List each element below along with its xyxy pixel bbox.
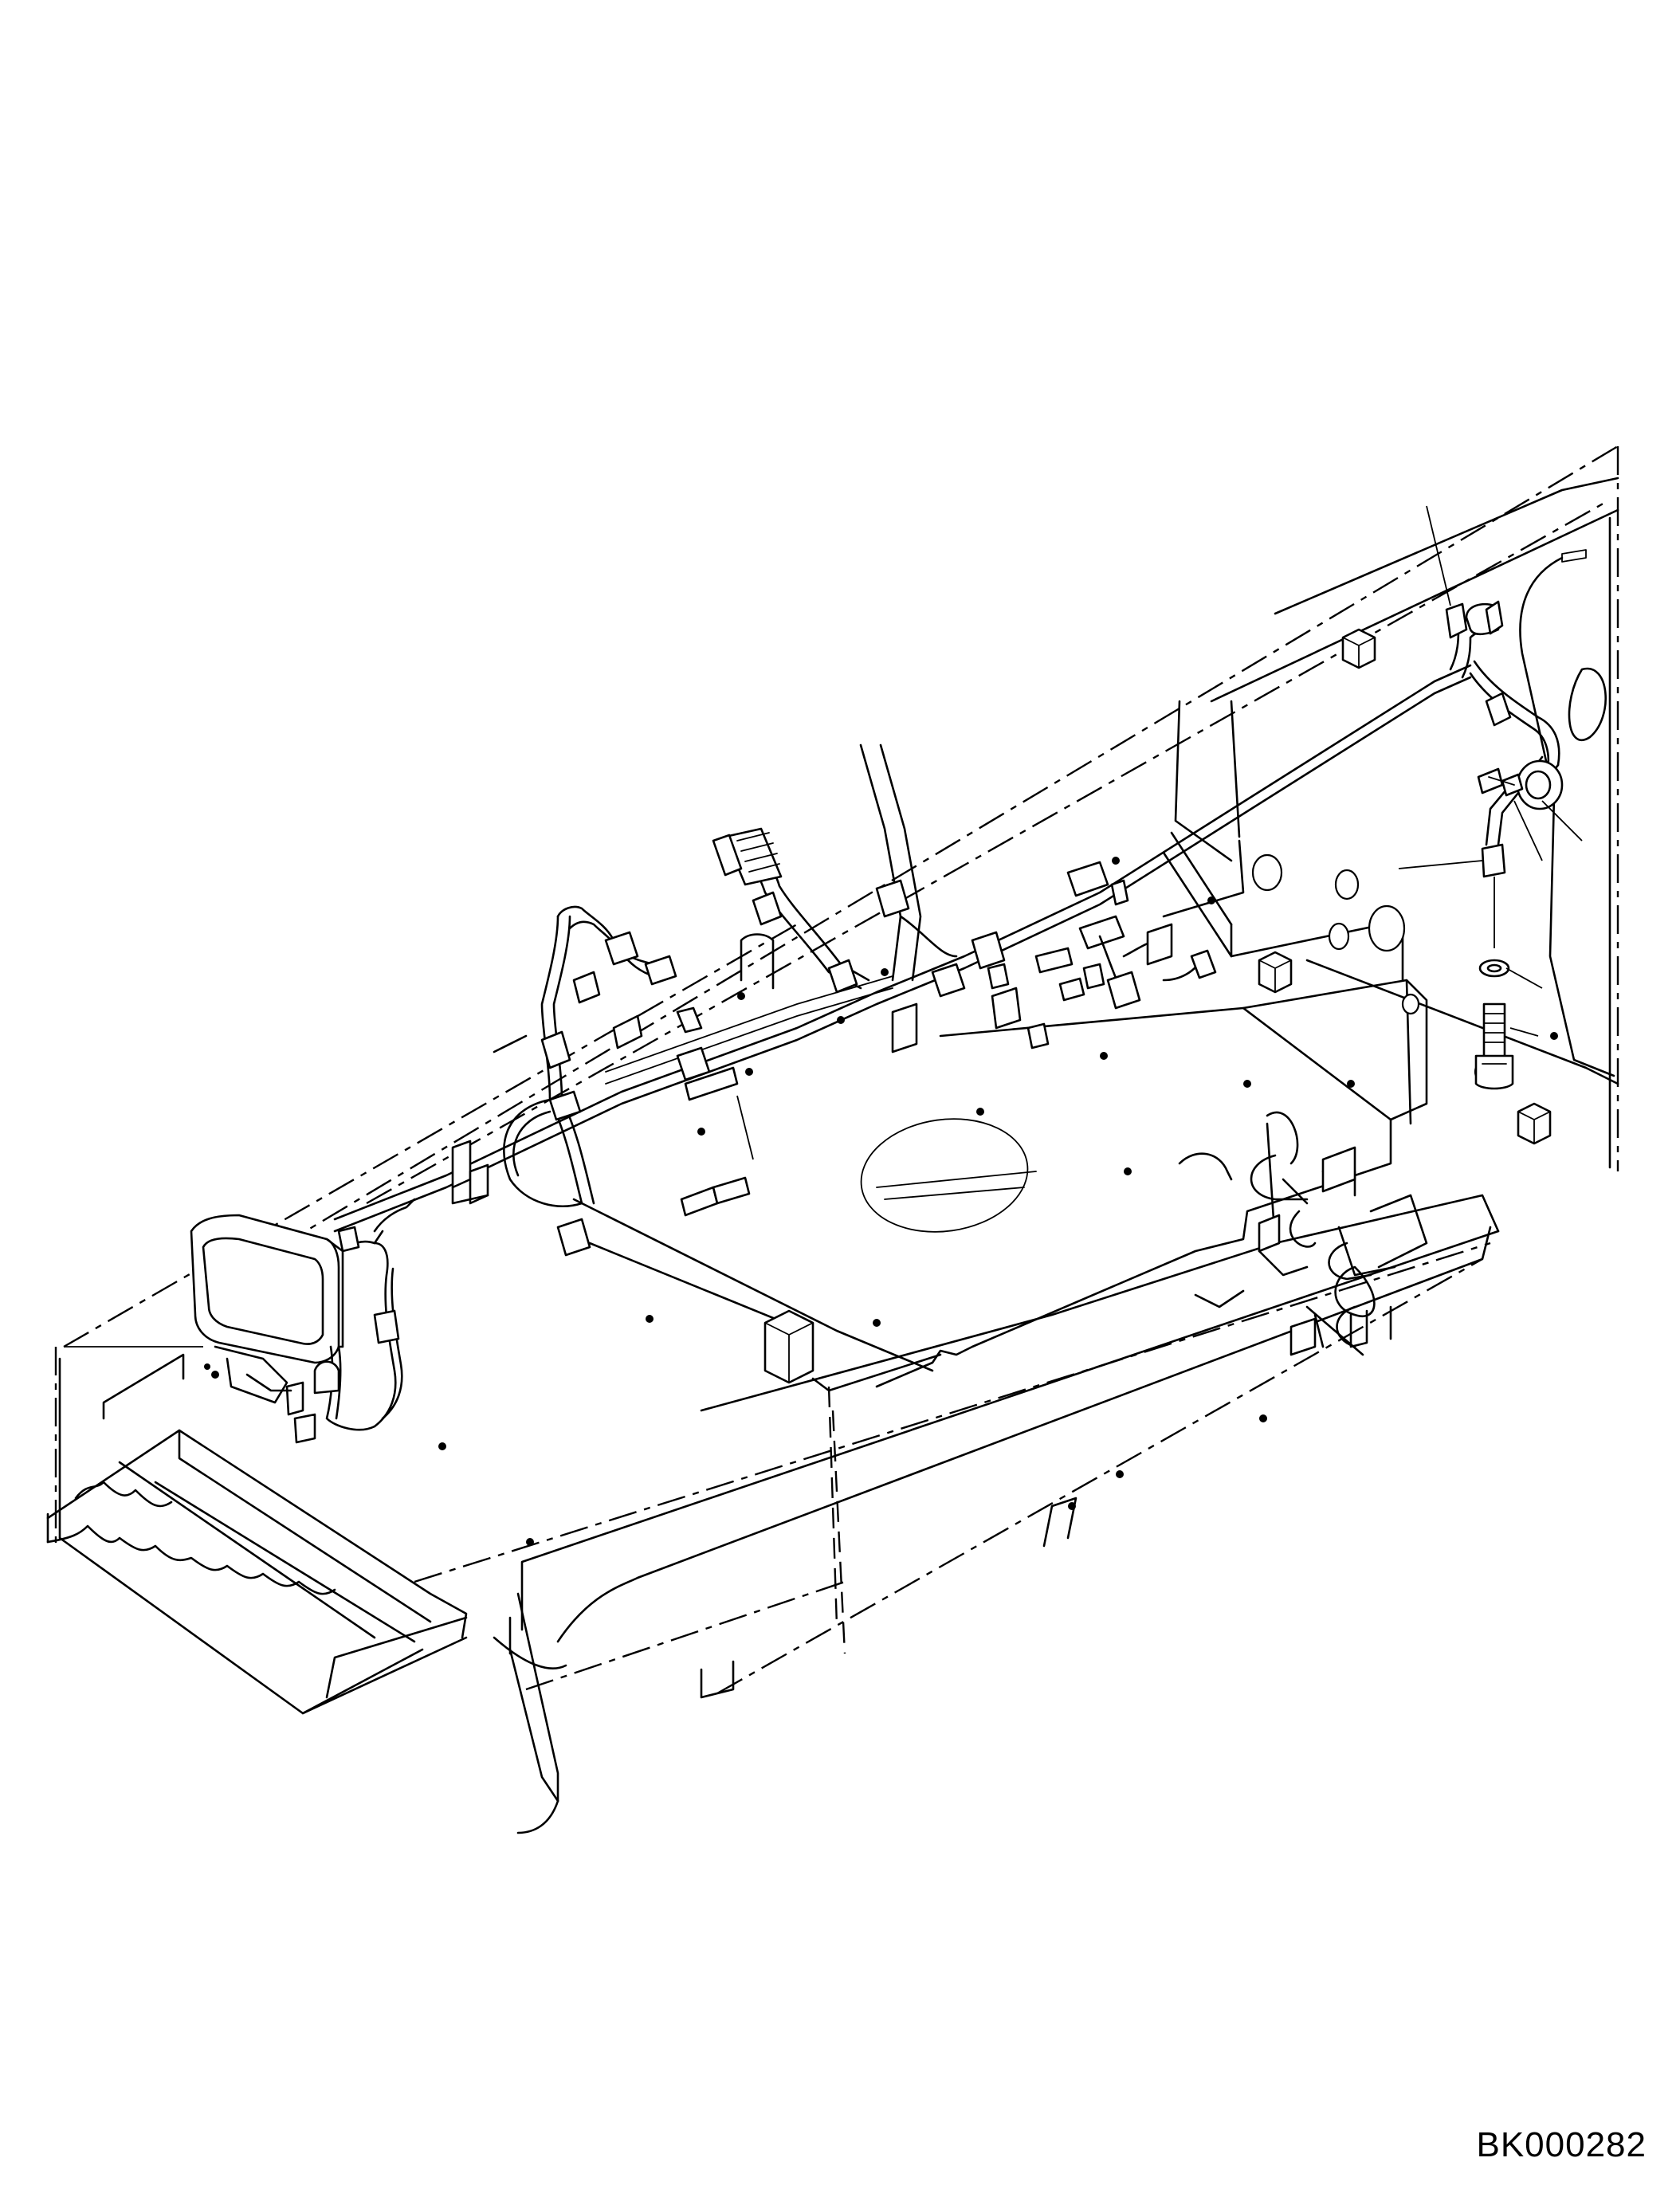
- square-blocks: [763, 628, 1552, 1384]
- frame-outline: [54, 445, 1619, 1695]
- work-lamp: [190, 1198, 416, 1444]
- drawing-code: BK000282: [1476, 2125, 1647, 2164]
- mounting-holes: [204, 853, 1558, 1546]
- step-platform: [46, 1353, 559, 1834]
- leader-lines: [64, 505, 1583, 1348]
- frame-deck: [493, 477, 1619, 1699]
- wire-harness: [333, 600, 1564, 1257]
- turntable-plate: [493, 979, 1428, 1388]
